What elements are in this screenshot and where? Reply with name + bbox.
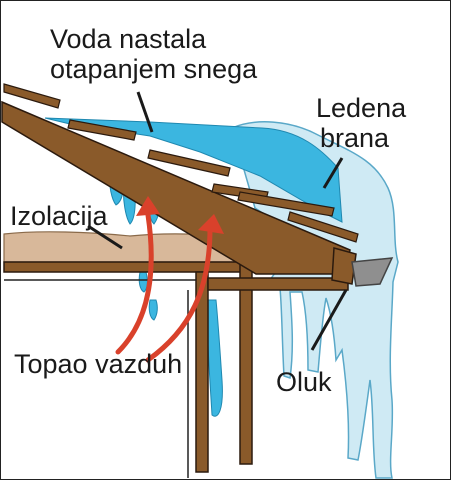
label-ice-line1: Ledena xyxy=(316,93,407,123)
roof-shingles xyxy=(3,83,359,243)
roof-rafter xyxy=(1,100,351,275)
warm-air-arrows xyxy=(115,212,213,363)
arrow-heads xyxy=(136,196,224,234)
ice-dam xyxy=(231,121,399,479)
label-ice-line2: brana xyxy=(320,123,390,153)
leader-lines xyxy=(87,91,348,351)
label-gutter: Oluk xyxy=(276,367,332,397)
label-water-line2: otapanjem snega xyxy=(50,54,258,84)
label-warm-air: Topao vazduh xyxy=(14,349,183,379)
label-water-line1: Voda nastala xyxy=(50,24,207,54)
gutter xyxy=(351,257,394,287)
melted-water xyxy=(44,117,343,223)
fascia-board xyxy=(331,247,357,285)
label-insulation: Izolacija xyxy=(10,201,108,231)
